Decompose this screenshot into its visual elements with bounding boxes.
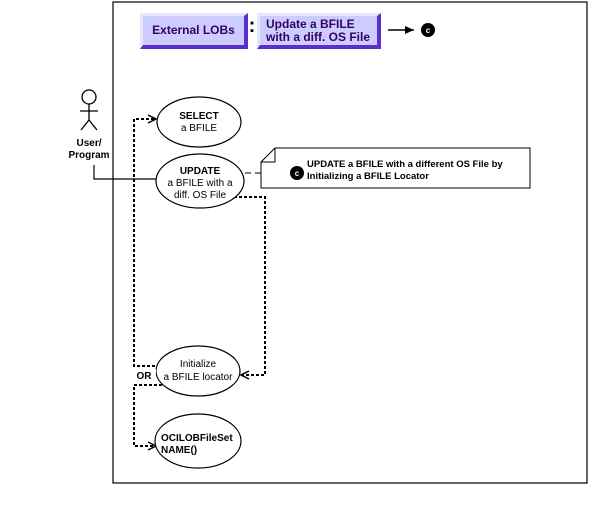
or-label-bg [132,369,156,381]
breadcrumb-separator: : [248,15,256,37]
breadcrumb-current-line2: with a diff. OS File [266,29,371,44]
actor-label-line2: Program [68,150,109,161]
use-case-update-subtitle-2: diff. OS File [174,190,226,201]
breadcrumb-current-topic[interactable]: Update a BFILE with a diff. OS File [257,13,381,49]
note-line2: Initializing a BFILE Locator [307,171,429,182]
or-label: OR [137,371,153,382]
use-case-select-subtitle: a BFILE [181,123,217,134]
stick-figure-icon [80,89,98,131]
actor-association-line [93,165,157,180]
use-case-select[interactable]: SELECT a BFILE [156,96,242,148]
note-circled-c-icon[interactable]: c [290,166,304,180]
use-case-select-title: SELECT [179,111,218,122]
actor-label-line1: User/ [76,138,101,149]
dependency-update-to-initialize [234,196,266,375]
dependency-initialize-to-select [133,119,160,367]
use-case-update-subtitle: a BFILE with a [167,178,232,189]
use-case-initialize-title: Initialize [180,359,217,370]
use-case-update-title: UPDATE [180,166,221,177]
dependency-initialize-to-ocilobfileset [133,384,162,446]
use-case-update[interactable]: UPDATE a BFILE with a diff. OS File [155,153,245,209]
use-case-initialize[interactable]: Initialize a BFILE locator [155,345,241,397]
note-glyph: c [295,169,300,178]
use-case-initialize-subtitle: a BFILE locator [164,372,234,383]
breadcrumb-external-lobs-label: External LOBs [152,23,235,37]
note-line1: UPDATE a BFILE with a different OS File … [307,159,503,170]
use-case-ocilobfileset-subtitle: NAME() [161,445,197,456]
diagram-frame [112,1,588,484]
breadcrumb-external-lobs[interactable]: External LOBs [140,13,248,49]
use-case-ocilobfileset[interactable]: OCILOBFileSet NAME() [154,413,242,469]
circled-c-icon[interactable]: c [421,23,435,37]
use-case-ocilobfileset-title: OCILOBFileSet [161,433,233,444]
breadcrumb-current-line1: Update a BFILE [266,16,355,31]
circled-c-glyph: c [426,26,431,35]
note: c UPDATE a BFILE with a different OS Fil… [260,147,531,189]
